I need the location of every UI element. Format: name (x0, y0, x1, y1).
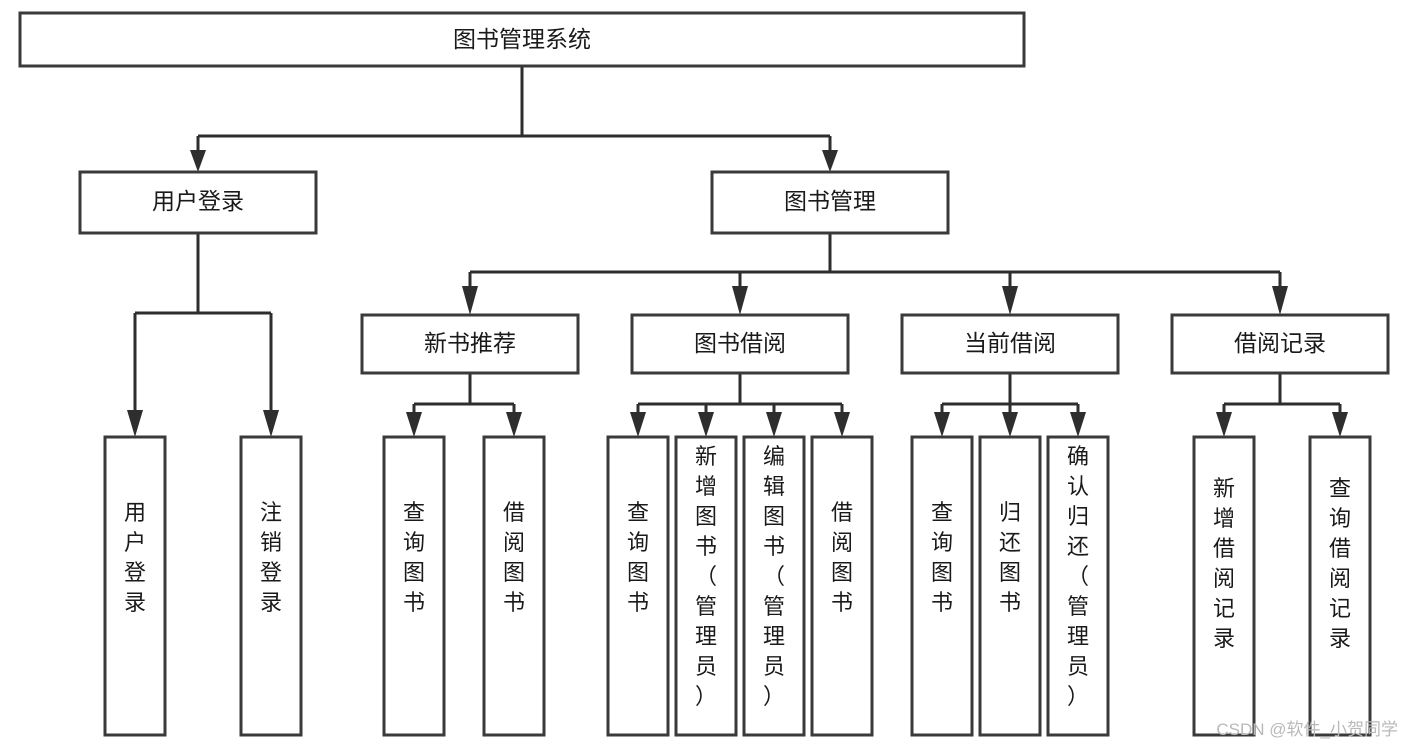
node-leaf-logout-login-box[interactable] (239, 435, 303, 737)
node-borrow-record[interactable]: 借阅记录 (1170, 313, 1390, 375)
arrow-head-leaf-add-record (1216, 412, 1232, 437)
arrow-head-leaf-query-book-1 (406, 412, 422, 437)
node-leaf-add-book-box[interactable] (674, 435, 738, 737)
node-user-login-box[interactable] (78, 170, 318, 235)
arrow-head-leaf-user-login (127, 410, 143, 437)
node-book-management[interactable]: 图书管理 (710, 170, 950, 235)
node-leaf-edit-book-box[interactable] (742, 435, 806, 737)
node-leaf-query-book-2-label: 查询图书 (627, 500, 649, 615)
arrow-head-leaf-logout-login (263, 410, 279, 437)
csdn-watermark: CSDN @软件_小贺同学 (1216, 720, 1398, 739)
node-book-management-box[interactable] (710, 170, 950, 235)
node-leaf-confirm-return-box[interactable] (1046, 435, 1110, 737)
arrow-head-leaf-confirm-return (1070, 412, 1086, 437)
node-leaf-return-book-label: 归还图书 (999, 500, 1021, 615)
node-leaf-edit-book-label: 编辑图书（管理员） (763, 444, 785, 709)
node-leaf-query-book-2-box[interactable] (606, 435, 670, 737)
node-borrow-record-label: 借阅记录 (1234, 330, 1326, 356)
node-leaf-query-book-1-box[interactable] (382, 435, 446, 737)
arrow-head-bookmgmt (822, 150, 838, 172)
node-leaf-logout-login-label: 注销登录 (260, 500, 282, 615)
node-leaf-add-book-label: 新增图书（管理员） (695, 444, 717, 709)
node-leaf-add-record-box[interactable] (1192, 435, 1256, 737)
node-leaf-query-book-3[interactable]: 查询图书 (910, 435, 974, 737)
node-leaf-user-login-box[interactable] (103, 435, 167, 737)
arrow-head-leaf-query-book-3 (934, 412, 950, 437)
node-leaf-query-book-3-box[interactable] (910, 435, 974, 737)
node-new-book-recommend-box[interactable] (360, 313, 580, 375)
node-book-borrow-label: 图书借阅 (694, 330, 786, 356)
arrow-head-leaf-borrow-book-2 (834, 412, 850, 437)
arrow-head-current-borrow (1002, 286, 1018, 315)
arrow-head-leaf-query-record (1332, 412, 1348, 437)
node-user-login[interactable]: 用户登录 (78, 170, 318, 235)
node-root-label: 图书管理系统 (453, 26, 591, 52)
node-book-borrow[interactable]: 图书借阅 (630, 313, 850, 375)
node-current-borrow[interactable]: 当前借阅 (900, 313, 1120, 375)
node-leaf-edit-book[interactable]: 编辑图书（管理员） (742, 435, 806, 737)
node-leaf-query-book-2[interactable]: 查询图书 (606, 435, 670, 737)
node-leaf-logout-login[interactable]: 注销登录 (239, 435, 303, 737)
node-leaf-query-record-box[interactable] (1308, 435, 1372, 737)
arrow-head-borrow-record (1272, 286, 1288, 315)
node-leaf-user-login-label: 用户登录 (124, 500, 146, 615)
arrow-head-leaf-borrow-book-1 (506, 412, 522, 437)
arrow-head-leaf-edit-book (766, 412, 782, 437)
node-current-borrow-label: 当前借阅 (964, 330, 1056, 356)
arrow-head-leaf-add-book (698, 412, 714, 437)
node-borrow-record-box[interactable] (1170, 313, 1390, 375)
node-book-management-label: 图书管理 (784, 188, 876, 214)
node-leaf-query-book-1[interactable]: 查询图书 (382, 435, 446, 737)
node-leaf-confirm-return-label: 确认归还（管理员） (1067, 444, 1089, 709)
node-leaf-return-book[interactable]: 归还图书 (978, 435, 1042, 737)
node-leaf-borrow-book-2[interactable]: 借阅图书 (810, 435, 874, 737)
arrow-head-leaf-query-book-2 (630, 412, 646, 437)
node-leaf-query-book-1-label: 查询图书 (403, 500, 425, 615)
node-leaf-borrow-book-1-box[interactable] (482, 435, 546, 737)
node-current-borrow-box[interactable] (900, 313, 1120, 375)
node-root-box[interactable] (18, 11, 1026, 68)
node-new-book-recommend[interactable]: 新书推荐 (360, 313, 580, 375)
connector-layer (127, 66, 1348, 437)
node-leaf-borrow-book-2-label: 借阅图书 (831, 500, 853, 615)
node-leaf-confirm-return[interactable]: 确认归还（管理员） (1046, 435, 1110, 737)
node-leaf-add-record-label: 新增借阅记录 (1213, 476, 1235, 651)
node-leaf-borrow-book-1-label: 借阅图书 (503, 500, 525, 615)
arrow-head-userlogin (190, 150, 206, 172)
node-book-borrow-box[interactable] (630, 313, 850, 375)
arrow-head-new-book-recommend (462, 286, 478, 315)
node-leaf-query-book-3-label: 查询图书 (931, 500, 953, 615)
node-leaf-user-login[interactable]: 用户登录 (103, 435, 167, 737)
node-leaf-query-record-label: 查询借阅记录 (1329, 476, 1351, 651)
node-user-login-label: 用户登录 (152, 188, 244, 214)
node-leaf-add-book[interactable]: 新增图书（管理员） (674, 435, 738, 737)
arrow-head-book-borrow (732, 286, 748, 315)
node-leaf-return-book-box[interactable] (978, 435, 1042, 737)
node-new-book-recommend-label: 新书推荐 (424, 330, 516, 356)
node-root[interactable]: 图书管理系统 (18, 11, 1026, 68)
arrow-head-leaf-return-book (1002, 412, 1018, 437)
node-leaf-add-record[interactable]: 新增借阅记录 (1192, 435, 1256, 737)
node-leaf-borrow-book-1[interactable]: 借阅图书 (482, 435, 546, 737)
node-leaf-borrow-book-2-box[interactable] (810, 435, 874, 737)
node-leaf-query-record[interactable]: 查询借阅记录 (1308, 435, 1372, 737)
